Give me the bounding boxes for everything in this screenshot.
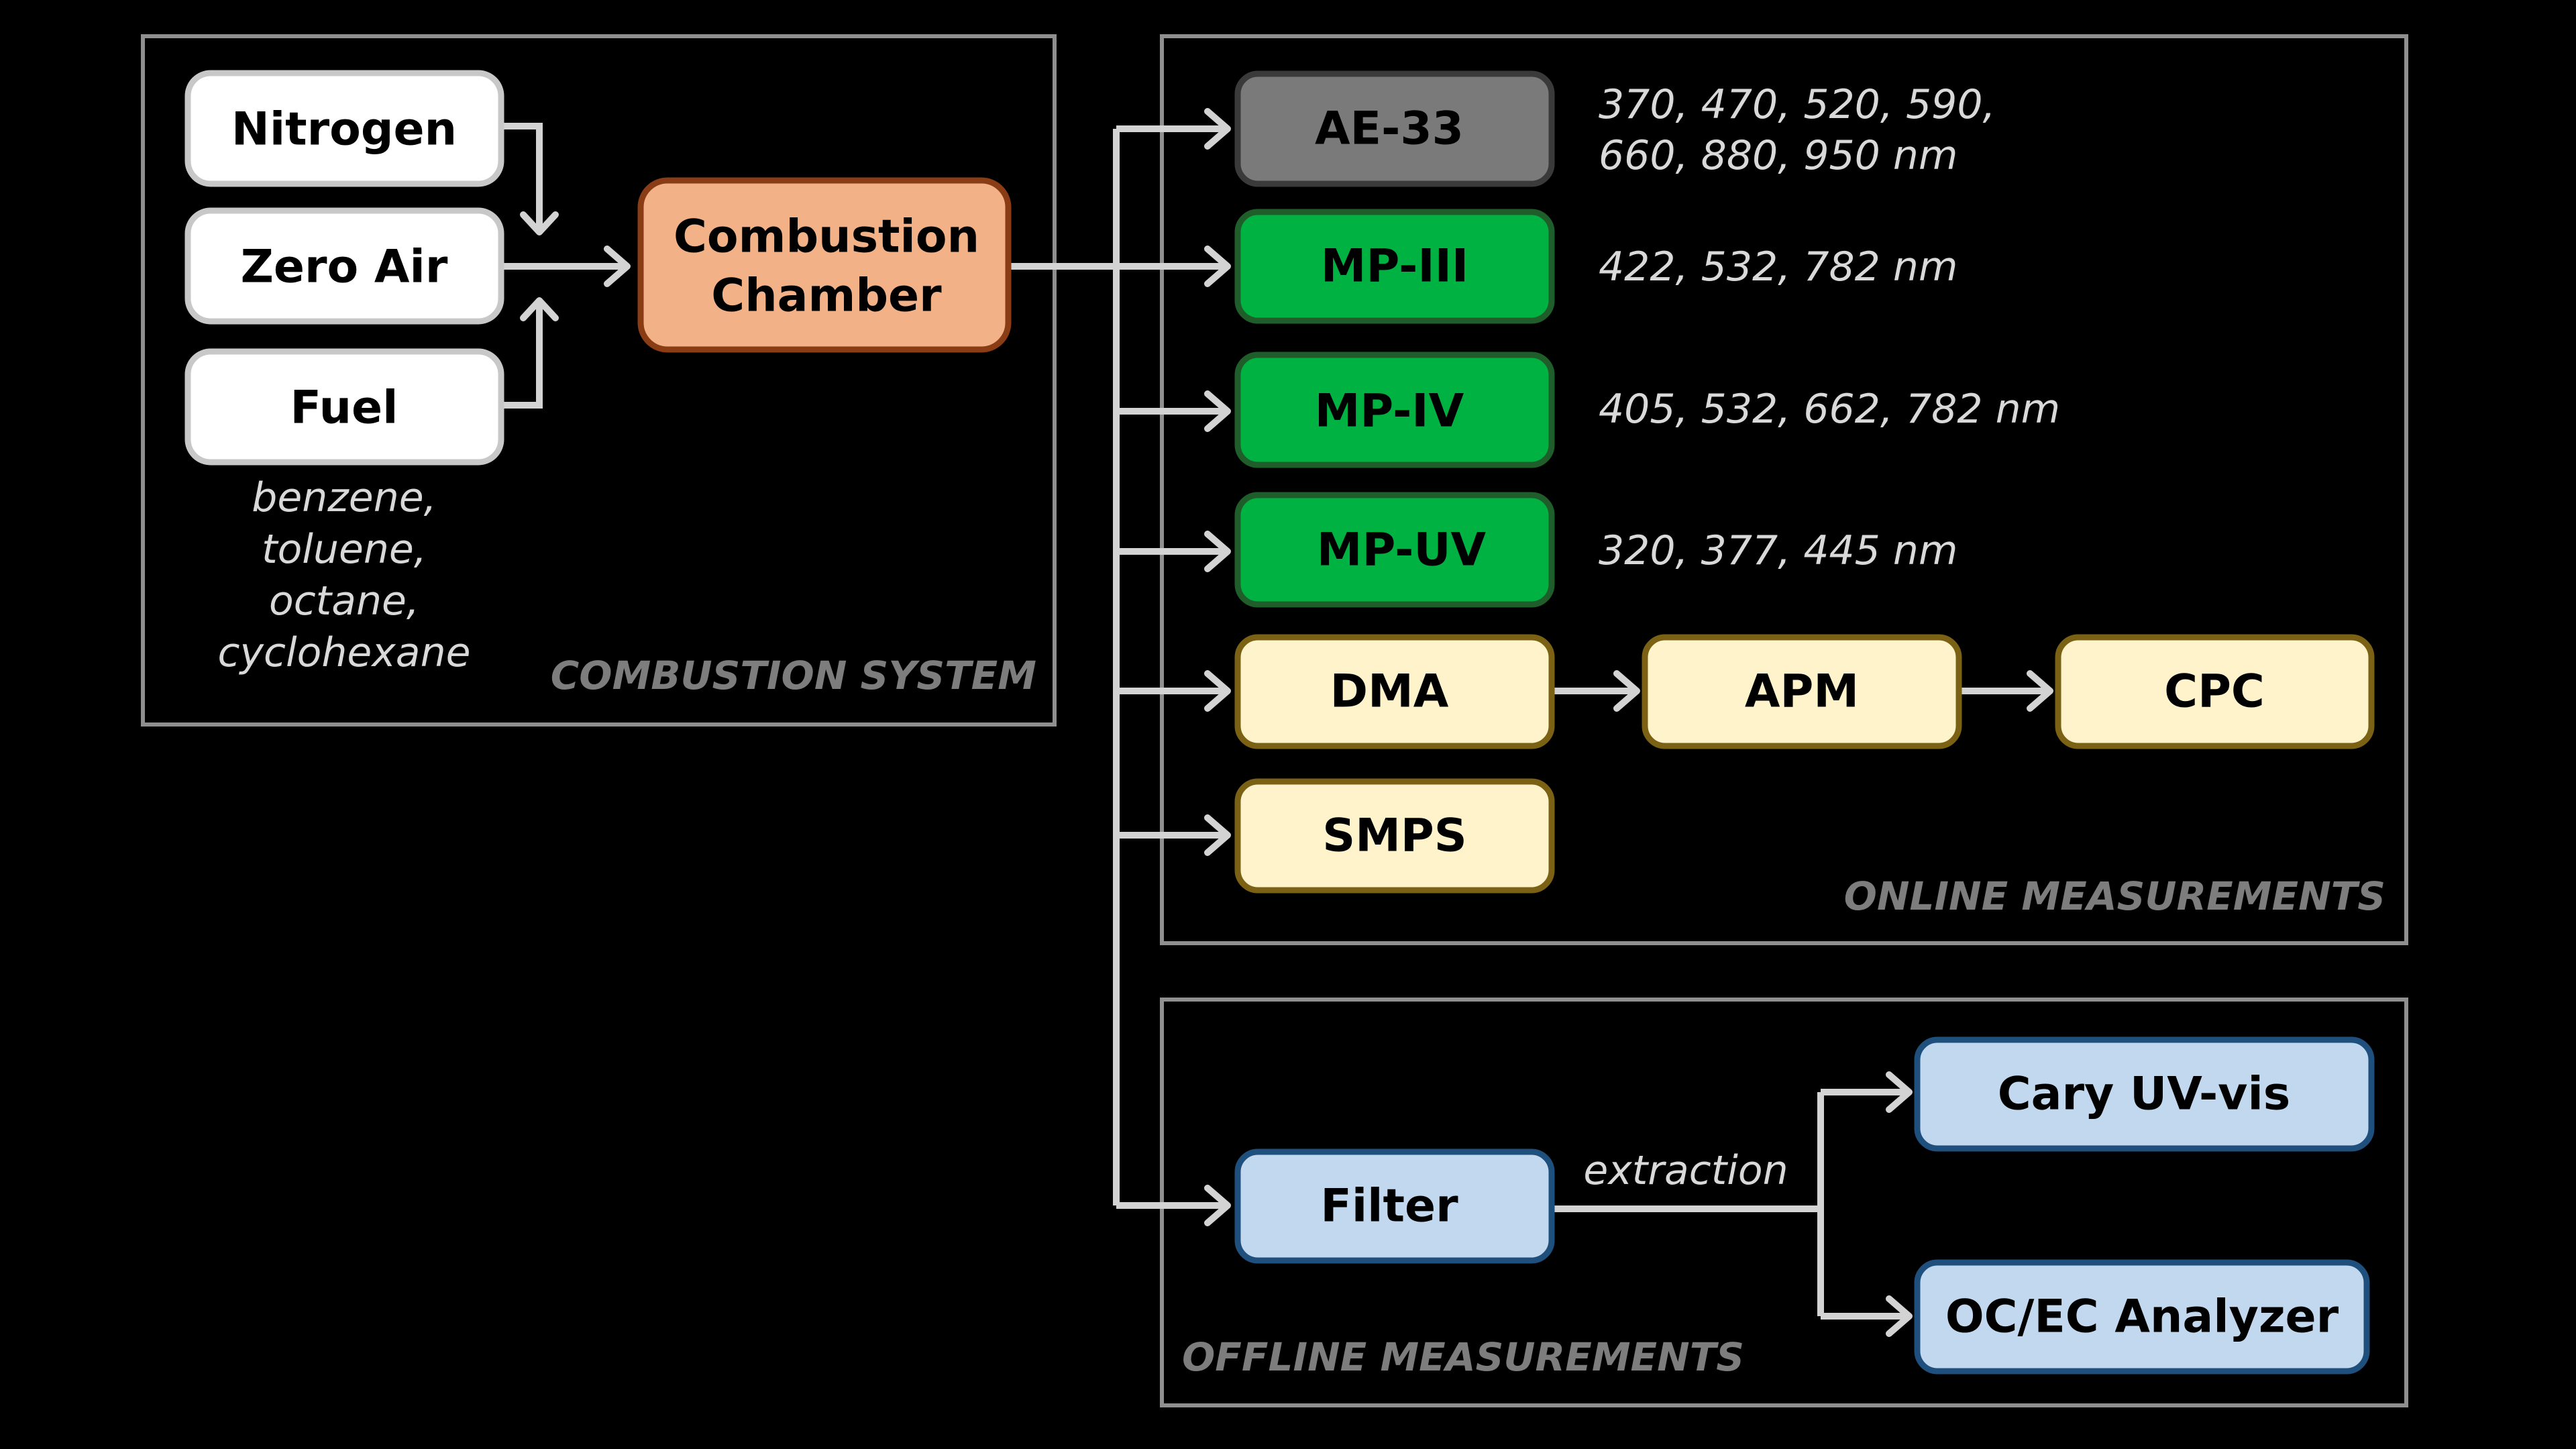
apm-label: APM xyxy=(1745,665,1859,718)
nitrogen-node: Nitrogen xyxy=(184,70,504,187)
fuel-node: Fuel xyxy=(184,348,504,466)
mp4-node: MP-IV xyxy=(1234,352,1555,468)
gas-inlet-connectors xyxy=(501,123,631,409)
chamber-output-connectors xyxy=(1008,108,1231,1226)
ae33-wavelengths-line2: 660, 880, 950 nm xyxy=(1599,132,1957,179)
ae33-wavelengths-line1: 370, 470, 520, 590, xyxy=(1599,81,1996,128)
sizing-chain-connectors xyxy=(1552,670,2053,712)
combustion-chamber-node: Combustion Chamber xyxy=(637,177,1012,353)
combustion-chamber-label-line2: Chamber xyxy=(711,270,942,323)
dma-label: DMA xyxy=(1330,665,1449,718)
mp4-wavelengths: 405, 532, 662, 782 nm xyxy=(1599,386,2060,433)
zero-air-node: Zero Air xyxy=(184,207,504,325)
fuel-types-note: benzene, toluene, octane, cyclohexane xyxy=(217,474,470,676)
fuel-type-cyclohexane: cyclohexane xyxy=(217,629,470,676)
ae33-node: AE-33 xyxy=(1234,70,1555,187)
cpc-label: CPC xyxy=(2164,665,2265,718)
ae33-label: AE-33 xyxy=(1315,103,1464,156)
mpuv-wavelengths: 320, 377, 445 nm xyxy=(1599,527,1957,574)
apm-node: APM xyxy=(1642,634,1962,749)
mp4-label: MP-IV xyxy=(1315,385,1464,438)
extraction-label: extraction xyxy=(1583,1147,1788,1194)
online-measurements-panel: ONLINE MEASUREMENTS xyxy=(1160,34,2408,945)
cpc-node: CPC xyxy=(2055,634,2375,749)
fuel-type-octane: octane, xyxy=(269,578,419,625)
cary-uv-vis-label: Cary UV-vis xyxy=(1998,1068,2291,1121)
extraction-connectors xyxy=(1552,1071,1913,1337)
fuel-label: Fuel xyxy=(290,382,398,435)
filter-node: Filter xyxy=(1234,1148,1555,1264)
online-measurements-panel-label: ONLINE MEASUREMENTS xyxy=(1844,873,2385,919)
combustion-system-panel: COMBUSTION SYSTEM xyxy=(141,34,1057,727)
mp3-node: MP-III xyxy=(1234,209,1555,324)
ocec-analyzer-node: OC/EC Analyzer xyxy=(1914,1259,2370,1375)
nitrogen-label: Nitrogen xyxy=(231,103,457,156)
dma-node: DMA xyxy=(1234,634,1555,749)
mp3-wavelengths: 422, 532, 782 nm xyxy=(1599,244,1957,290)
fuel-type-toluene: toluene, xyxy=(262,526,427,573)
ocec-analyzer-label: OC/EC Analyzer xyxy=(1945,1291,2339,1344)
combustion-system-panel-label: COMBUSTION SYSTEM xyxy=(551,653,1036,698)
mp3-label: MP-III xyxy=(1321,240,1468,293)
zero-air-label: Zero Air xyxy=(241,241,448,294)
fuel-type-benzene: benzene, xyxy=(252,474,436,521)
offline-measurements-panel-label: OFFLINE MEASUREMENTS xyxy=(1182,1334,1744,1380)
combustion-chamber-label-line1: Combustion xyxy=(674,211,979,264)
smps-label: SMPS xyxy=(1322,810,1466,863)
smps-node: SMPS xyxy=(1234,778,1555,894)
filter-label: Filter xyxy=(1320,1180,1458,1233)
mpuv-node: MP-UV xyxy=(1234,492,1555,608)
mpuv-label: MP-UV xyxy=(1317,524,1487,577)
cary-uv-vis-node: Cary UV-vis xyxy=(1914,1036,2375,1152)
